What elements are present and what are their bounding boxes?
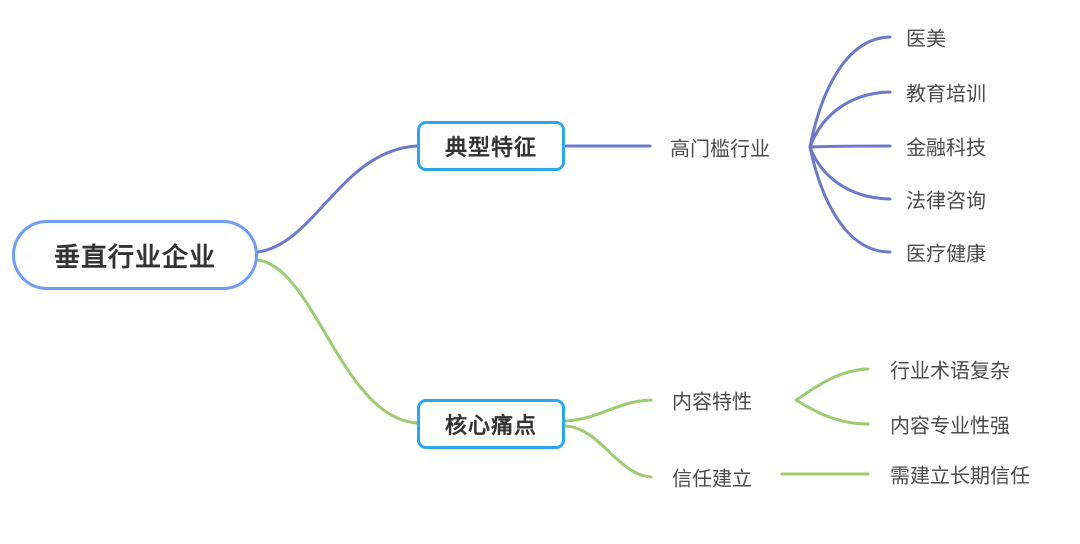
leaf-fintech[interactable]: 金融科技	[906, 137, 986, 160]
leaf-education-training[interactable]: 教育培训	[906, 83, 986, 106]
leaf-complex-industry-jargon[interactable]: 行业术语复杂	[890, 360, 1010, 383]
edge-content-traits-to-complex-jargon	[794, 367, 870, 402]
leaf-legal-consulting[interactable]: 法律咨询	[906, 190, 986, 213]
edge-high-barrier-to-medical-aesthetics	[808, 35, 892, 149]
subtopic-trust-building[interactable]: 信任建立	[672, 468, 752, 491]
edge-painpoints-to-trust-building	[564, 424, 653, 479]
edge-root-to-typical-features	[256, 144, 419, 254]
edge-high-barrier-to-fintech	[808, 144, 892, 149]
leaf-long-term-trust-needed[interactable]: 需建立长期信任	[890, 465, 1030, 488]
edge-painpoints-to-content-traits	[564, 398, 653, 423]
topic-node-typical-features[interactable]: 典型特征	[417, 121, 565, 171]
subtopic-high-barrier-industries[interactable]: 高门槛行业	[670, 138, 770, 161]
subtopic-content-traits[interactable]: 内容特性	[672, 391, 752, 414]
topic-node-core-painpoints[interactable]: 核心痛点	[417, 399, 565, 449]
edge-high-barrier-to-education	[808, 90, 892, 149]
root-node-vertical-industry[interactable]: 垂直行业企业	[12, 220, 258, 290]
edge-high-barrier-to-legal	[808, 145, 892, 201]
leaf-healthcare[interactable]: 医疗健康	[906, 243, 986, 266]
edge-root-to-core-painpoints	[256, 258, 419, 425]
edge-content-traits-to-high-professionalism	[794, 398, 870, 426]
leaf-highly-professional-content[interactable]: 内容专业性强	[890, 415, 1010, 438]
edge-high-barrier-to-healthcare	[808, 145, 892, 254]
leaf-medical-aesthetics[interactable]: 医美	[906, 28, 946, 51]
